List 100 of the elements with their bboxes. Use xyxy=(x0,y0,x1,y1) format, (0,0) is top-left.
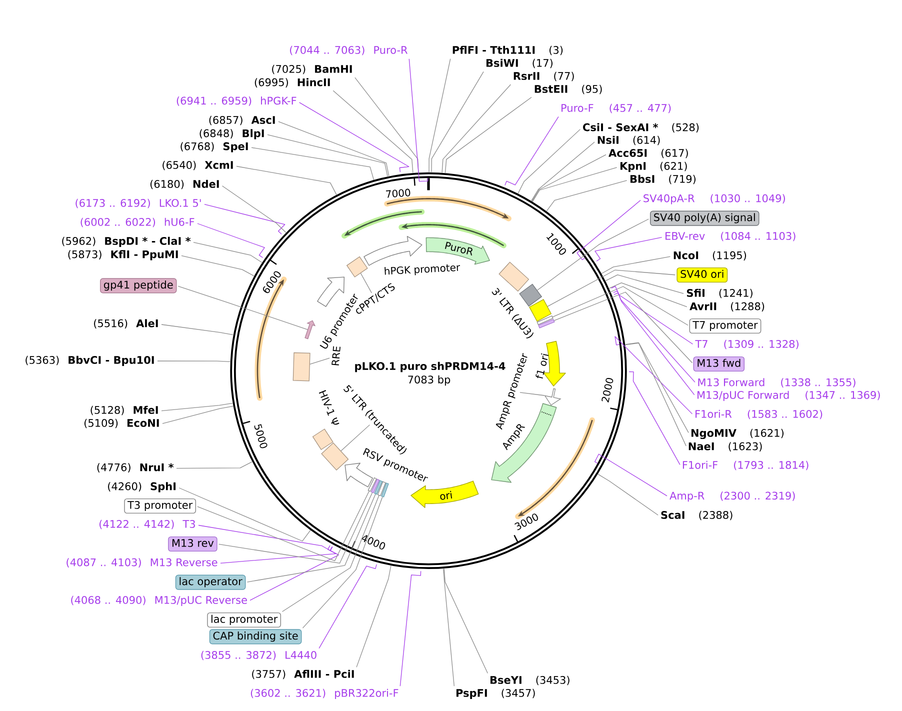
leader-line xyxy=(536,218,649,291)
restriction-site-label: (5962) BspDI * - ClaI * xyxy=(62,236,191,247)
leader-line xyxy=(246,494,376,582)
feature-label: M13 rev xyxy=(168,536,218,552)
leader-line xyxy=(554,292,693,364)
leader-line xyxy=(282,495,380,612)
tick-label: 4000 xyxy=(361,535,386,550)
restriction-site-label: NsiI (614) xyxy=(598,136,660,146)
primer-label: (4068 .. 4090) M13/pUC Reverse xyxy=(71,596,247,606)
leader-line xyxy=(178,286,308,330)
primer-label: Puro-F (457 .. 477) xyxy=(562,104,671,114)
leader-line xyxy=(356,565,392,668)
leader-line xyxy=(576,200,641,260)
leader-line xyxy=(340,424,370,452)
feature-label: HIV-1 Ψ xyxy=(318,390,340,425)
restriction-site-label: BsiWI (17) xyxy=(486,58,552,68)
leader-line xyxy=(612,290,696,382)
leader-line xyxy=(520,392,545,396)
leader-line xyxy=(204,204,286,234)
restriction-site-label: KpnI (621) xyxy=(620,162,687,172)
leader-line xyxy=(518,129,581,194)
feature-label: RRE xyxy=(332,346,340,366)
feature-box xyxy=(538,318,555,328)
feature-box xyxy=(292,352,310,382)
feature-label: hPGK promoter xyxy=(384,264,460,276)
feature-label: SV40 ori xyxy=(676,267,728,283)
leader-line xyxy=(608,282,688,308)
leader-line xyxy=(310,358,330,364)
feature-box xyxy=(377,481,386,496)
leader-line xyxy=(197,223,265,258)
leader-line xyxy=(444,96,532,174)
restriction-site-label: (6995) HincII xyxy=(254,78,330,88)
tick-label: 7000 xyxy=(386,188,410,198)
primer-label: T7 (1309 .. 1328) xyxy=(695,340,798,350)
restriction-site-label: PspFI (3457) xyxy=(456,688,535,699)
restriction-site-label: (5363) BbvCI - Bpu10I xyxy=(26,356,154,366)
leader-line xyxy=(444,568,488,674)
leader-line xyxy=(531,142,595,202)
feature-box xyxy=(321,442,349,470)
leader-line xyxy=(594,454,668,496)
primer-label: SV40pA-R (1030 .. 1049) xyxy=(644,194,785,204)
restriction-site-label: (5128) MfeI xyxy=(90,406,158,416)
feature-label: T7 promoter xyxy=(689,318,762,334)
leader-line xyxy=(178,488,311,542)
feature-label: f1 ori xyxy=(536,353,549,378)
leader-line xyxy=(605,274,684,294)
restriction-site-label: NgoMIV (1621) xyxy=(691,428,784,440)
restriction-site-label: CsiI - SexAI * (528) xyxy=(583,123,699,132)
leader-line xyxy=(161,402,233,412)
leader-line xyxy=(236,166,337,196)
restriction-site-label: BbsI (719) xyxy=(630,174,696,184)
primer-label: (6002 .. 6022) hU6-F xyxy=(80,218,194,228)
feature-box xyxy=(381,482,389,498)
restriction-site-label: NcoI (1195) xyxy=(674,251,746,260)
leader-line xyxy=(181,255,254,276)
primer-label: M13 Forward (1338 .. 1355) xyxy=(698,378,856,388)
leader-line xyxy=(546,180,628,212)
leader-line xyxy=(162,406,234,424)
restriction-site-label: ScaI (2388) xyxy=(661,510,732,520)
leader-line xyxy=(594,236,662,262)
leader-line xyxy=(198,524,332,551)
feature-label: SV40 poly(A) signal xyxy=(650,210,760,226)
restriction-site-label: BseYI (3453) xyxy=(490,676,570,686)
restriction-site-label: RsrII (77) xyxy=(514,72,574,82)
primer-label: (6941 .. 6959) hPGK-F xyxy=(176,96,296,106)
leader-line xyxy=(302,496,383,628)
origin-feature: ori xyxy=(410,480,479,508)
leader-line xyxy=(408,58,428,182)
restriction-site-label: SfiI (1241) xyxy=(686,288,752,298)
primer-label: (4087 .. 4103) M13 Reverse xyxy=(66,558,218,568)
leader-line xyxy=(614,336,693,414)
leader-line xyxy=(161,324,234,336)
leader-line xyxy=(251,147,374,180)
leader-line xyxy=(442,84,512,173)
leader-line xyxy=(614,292,695,396)
leader-line xyxy=(360,272,372,294)
plasmid-size: 7083 bp xyxy=(408,375,450,386)
leader-line xyxy=(443,568,454,686)
primer-label: (3602 .. 3621) pBR322ori-F xyxy=(250,688,398,699)
leader-line xyxy=(220,545,336,564)
leader-line xyxy=(298,102,410,172)
primer-label: EBV-rev (1084 .. 1103) xyxy=(666,232,796,242)
feature-label: lac promoter xyxy=(207,612,281,628)
restriction-site-label: AvrII (1288) xyxy=(690,302,764,312)
feature-label: gp41 peptide xyxy=(100,278,177,294)
restriction-site-label: (5109) EcoNI xyxy=(84,418,159,428)
feature-box xyxy=(346,256,368,278)
leader-line xyxy=(532,167,618,202)
leader-line xyxy=(176,461,252,469)
leader-line xyxy=(428,58,451,172)
leader-line xyxy=(628,371,680,465)
primer-label: F1ori-R (1583 .. 1602) xyxy=(696,410,822,420)
restriction-site-label: (5516) AleI xyxy=(94,319,158,328)
leader-line xyxy=(611,286,694,344)
leader-line xyxy=(601,256,671,274)
primer-label: (4122 .. 4142) T3 xyxy=(100,520,195,530)
leader-line xyxy=(547,270,676,307)
leader-line xyxy=(625,342,689,433)
leader-line xyxy=(197,490,370,562)
leader-line xyxy=(431,71,484,172)
